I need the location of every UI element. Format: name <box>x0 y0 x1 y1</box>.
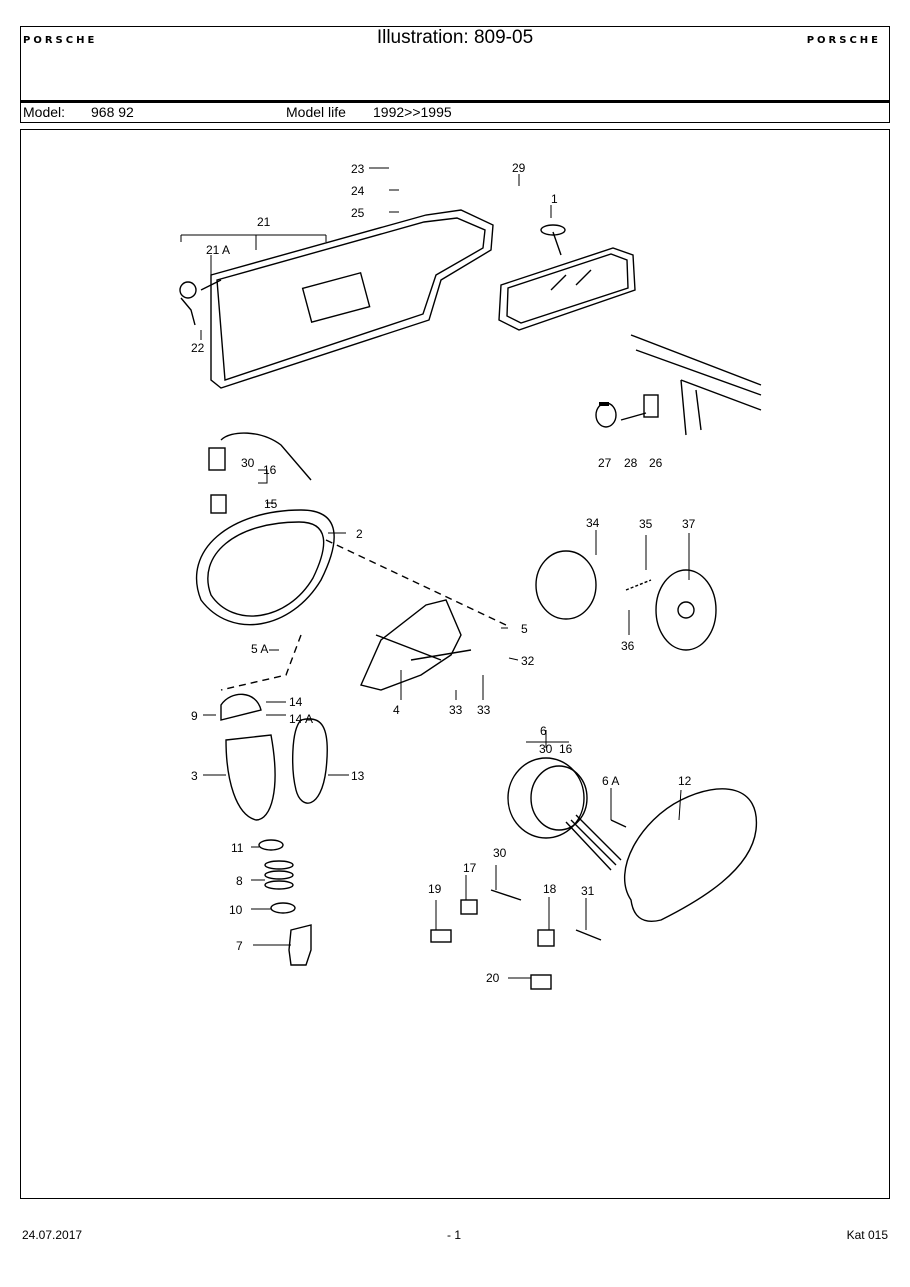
callout-labels: 23 24 25 29 1 21 21 A 22 27 28 26 30 16 … <box>191 161 696 985</box>
callout-36: 36 <box>621 639 635 653</box>
screw <box>620 412 647 421</box>
callout-33-left: 33 <box>449 703 463 717</box>
callout-25: 25 <box>351 206 365 220</box>
callout-8: 8 <box>236 874 243 888</box>
bracket <box>643 394 659 418</box>
callout-30-mid: 30 <box>539 742 553 756</box>
callout-22: 22 <box>191 341 205 355</box>
connector-housing <box>210 494 227 514</box>
model-life-value: 1992>>1995 <box>373 104 452 120</box>
porsche-logo-right: PORSCHE <box>806 35 881 46</box>
callout-18: 18 <box>543 882 557 896</box>
callout-30-top: 30 <box>241 456 255 470</box>
callout-27: 27 <box>598 456 612 470</box>
part-18 <box>537 929 555 947</box>
callout-34: 34 <box>586 516 600 530</box>
part-20 <box>530 974 552 990</box>
callout-12: 12 <box>678 774 692 788</box>
callout-24: 24 <box>351 184 365 198</box>
mirror-housing <box>195 509 335 626</box>
spring <box>264 860 294 890</box>
part-19 <box>430 929 452 943</box>
mirror-base <box>225 734 276 821</box>
callout-21a: 21 A <box>206 243 230 257</box>
exploded-parts-diagram: 23 24 25 29 1 21 21 A 22 27 28 26 30 16 … <box>179 161 762 990</box>
callout-5a: 5 A <box>251 642 268 656</box>
model-value: 968 92 <box>91 104 134 120</box>
model-label: Model: <box>23 104 66 120</box>
sun-visor <box>179 209 494 389</box>
porsche-logo-left: PORSCHE <box>23 35 98 46</box>
rear-view-mirror <box>498 224 636 331</box>
callout-31: 31 <box>581 884 595 898</box>
callout-9: 9 <box>191 709 198 723</box>
callout-11: 11 <box>231 841 244 855</box>
part-17 <box>460 899 478 915</box>
callout-35: 35 <box>639 517 653 531</box>
callout-6a: 6 A <box>602 774 619 788</box>
clip-ring <box>270 902 296 914</box>
cover-cap <box>595 402 617 428</box>
callout-14a: 14 A <box>289 712 313 726</box>
cap <box>220 693 262 721</box>
callout-19: 19 <box>428 882 442 896</box>
motor-unit <box>507 757 622 871</box>
callout-16: 16 <box>263 463 277 477</box>
footer-date: 24.07.2017 <box>22 1228 83 1242</box>
part-30 <box>490 889 522 901</box>
illustration-title: Illustration: 809-05 <box>376 27 534 48</box>
callout-30-low: 30 <box>493 846 507 860</box>
pivot <box>288 924 312 966</box>
ring <box>258 839 284 851</box>
footer-catalog: Kat 015 <box>846 1228 888 1242</box>
footer-page-number: - 1 <box>447 1228 462 1242</box>
mirror-mount-bracket <box>360 599 472 691</box>
callout-1: 1 <box>551 192 558 206</box>
callout-7: 7 <box>236 939 243 953</box>
callout-13: 13 <box>351 769 365 783</box>
header: PORSCHE Illustration: 809-05 PORSCHE Mod… <box>20 26 890 123</box>
header-divider <box>21 100 889 103</box>
connector-wire <box>220 432 312 481</box>
mirror-motor <box>535 550 717 651</box>
callout-16-mid: 16 <box>559 742 573 756</box>
callout-14: 14 <box>289 695 303 709</box>
callout-29: 29 <box>512 161 526 175</box>
assembly-leader <box>325 539 507 626</box>
connector-plug <box>208 447 226 471</box>
clip-detail <box>599 402 609 406</box>
callout-6: 6 <box>540 724 547 738</box>
model-info-row: Model: 968 92 Model life 1992>>1995 <box>21 103 889 122</box>
callout-32: 32 <box>521 654 535 668</box>
model-life-label: Model life <box>286 104 346 120</box>
mirror-glass <box>624 788 758 922</box>
callout-33-right: 33 <box>477 703 491 717</box>
callout-23: 23 <box>351 162 365 176</box>
gasket <box>292 718 328 804</box>
callout-20: 20 <box>486 971 500 985</box>
part-31 <box>575 929 602 941</box>
callout-37: 37 <box>682 517 696 531</box>
callout-15: 15 <box>264 497 278 511</box>
callout-4: 4 <box>393 703 400 717</box>
callout-28: 28 <box>624 456 638 470</box>
callout-3: 3 <box>191 769 198 783</box>
callout-26: 26 <box>649 456 663 470</box>
screw-6a <box>610 819 627 828</box>
callout-17: 17 <box>463 861 477 875</box>
windshield-frame <box>630 334 762 436</box>
callout-10: 10 <box>229 903 243 917</box>
callout-5: 5 <box>521 622 528 636</box>
callout-2: 2 <box>356 527 363 541</box>
assembly-leader-2 <box>220 634 302 691</box>
parts-illustration-panel: 23 24 25 29 1 21 21 A 22 27 28 26 30 16 … <box>20 129 890 1199</box>
callout-21: 21 <box>257 215 271 229</box>
